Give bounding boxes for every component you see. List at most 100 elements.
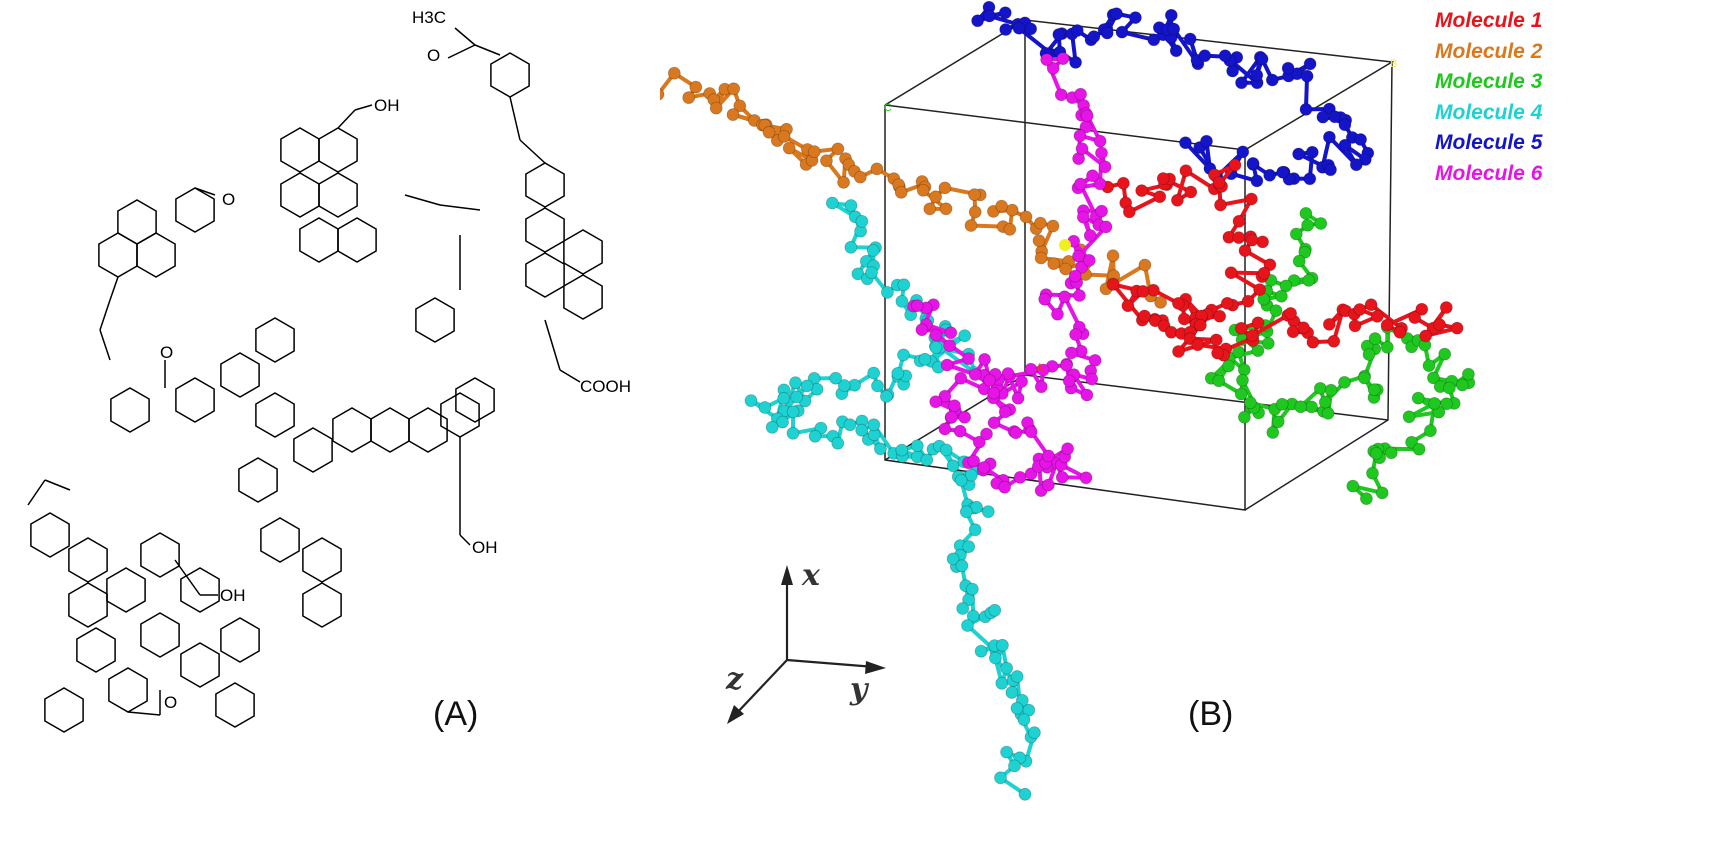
molecule-3-atom	[1276, 398, 1288, 410]
molecule-5-atom	[1129, 12, 1141, 24]
molecule-1-atom	[1139, 310, 1151, 322]
molecule-6-atom	[999, 481, 1011, 493]
benzene-ring	[338, 218, 376, 262]
molecule-1-atom	[1154, 191, 1166, 203]
molecule-2-atom	[969, 206, 981, 218]
molecule-4-atom	[790, 377, 802, 389]
molecule-1-atom	[1233, 215, 1245, 227]
bond	[45, 480, 70, 490]
molecule-2-atom	[871, 163, 883, 175]
molecule-6-atom	[963, 353, 975, 365]
molecule-4-atom	[1011, 702, 1023, 714]
molecule-1-atom	[1245, 193, 1257, 205]
molecule-1-atom	[1252, 317, 1264, 329]
legend-item-molecule-1: Molecule 1	[1435, 6, 1542, 37]
molecule-4-atom	[1018, 714, 1030, 726]
benzene-ring	[107, 568, 145, 612]
panel-a-label: (A)	[433, 695, 478, 734]
molecule-3-atom	[1413, 443, 1425, 455]
molecule-1-atom	[1157, 173, 1169, 185]
atom-label-oh-lower: OH	[220, 586, 246, 606]
benzene-ring	[221, 353, 259, 397]
molecule-4-atom	[989, 652, 1001, 664]
molecule-1-atom	[1171, 194, 1183, 206]
molecule-3-atom	[1370, 447, 1382, 459]
molecule-6-atom	[1014, 471, 1026, 483]
molecule-4-atom	[866, 267, 878, 279]
molecule-5-atom	[1301, 70, 1313, 82]
molecule-6-atom	[1012, 392, 1024, 404]
molecule-3-atom	[1360, 493, 1372, 505]
molecule-5-atom	[1116, 26, 1128, 38]
benzene-ring	[137, 233, 175, 277]
benzene-ring	[303, 538, 341, 582]
molecule-3-atom	[1295, 401, 1307, 413]
benzene-ring	[564, 230, 602, 274]
benzene-ring	[181, 568, 219, 612]
molecule-2-atom	[832, 143, 844, 155]
benzene-ring	[303, 583, 341, 627]
molecule-6-atom	[1035, 381, 1047, 393]
molecule-3-atom	[1423, 360, 1435, 372]
molecule-1-atom	[1122, 300, 1134, 312]
molecule-6-atom	[1069, 270, 1081, 282]
molecule-6-atom	[955, 372, 967, 384]
molecule-3-atom	[1347, 480, 1359, 492]
benzene-ring	[526, 253, 564, 297]
molecule-6-atom	[1055, 89, 1067, 101]
molecule-5-atom	[1247, 157, 1259, 169]
molecule-4-atom	[930, 342, 942, 354]
molecule-4-atom	[868, 367, 880, 379]
molecule-3-atom	[1262, 337, 1274, 349]
molecule-3-atom	[1237, 374, 1249, 386]
molecule-5-atom	[1053, 29, 1065, 41]
molecule-6-atom	[959, 411, 971, 423]
molecule-5-atom	[1300, 103, 1312, 115]
molecule-6-atom	[981, 428, 993, 440]
molecule-1-atom	[1254, 284, 1266, 296]
molecule-6-atom	[1073, 290, 1085, 302]
molecule-4-atom	[969, 524, 981, 536]
molecule-5-atom	[1201, 135, 1213, 147]
benzene-ring	[31, 513, 69, 557]
molecule-6-atom	[949, 400, 961, 412]
bond	[175, 560, 200, 595]
box-corner-c: C	[884, 102, 892, 114]
molecule-6-atom	[1061, 359, 1073, 371]
legend-item-molecule-5: Molecule 5	[1435, 128, 1542, 159]
benzene-ring	[319, 128, 357, 172]
molecule-1-atom	[1192, 339, 1204, 351]
molecule-3-atom	[1238, 364, 1250, 376]
molecule-6-atom	[1052, 308, 1064, 320]
molecule-4-atom	[957, 603, 969, 615]
molecule-2-atom	[1004, 223, 1016, 235]
molecule-3-atom	[1303, 274, 1315, 286]
molecule-1-atom	[1137, 285, 1149, 297]
molecule-1-atom	[1213, 177, 1225, 189]
molecule-6-atom	[1025, 426, 1037, 438]
molecule-1-atom	[1210, 334, 1222, 346]
benzene-ring	[216, 683, 254, 727]
molecule-1-atom	[1365, 299, 1377, 311]
molecule-4-atom	[989, 604, 1001, 616]
molecule-6-atom	[1081, 110, 1093, 122]
molecule-4-atom	[896, 295, 908, 307]
molecule-5-atom	[1325, 164, 1337, 176]
molecule-6-atom	[1042, 450, 1054, 462]
molecule-6-atom	[988, 417, 1000, 429]
bond	[405, 195, 440, 205]
bond	[455, 28, 475, 45]
molecule-1-atom	[1246, 330, 1258, 342]
molecule-5-atom	[1165, 9, 1177, 21]
bond	[28, 480, 45, 505]
molecule-1-atom	[1178, 313, 1190, 325]
molecule-3-atom	[1306, 401, 1318, 413]
atom-label-o-acetyl: O	[427, 46, 440, 66]
molecule-5-atom	[1251, 69, 1263, 81]
molecule-6-atom	[930, 396, 942, 408]
molecule-2-atom	[820, 155, 832, 167]
molecule-4-atom	[959, 330, 971, 342]
atom-label-cooh: COOH	[580, 377, 631, 397]
molecule-5-atom	[1329, 111, 1341, 123]
molecule-5-atom	[972, 15, 984, 27]
